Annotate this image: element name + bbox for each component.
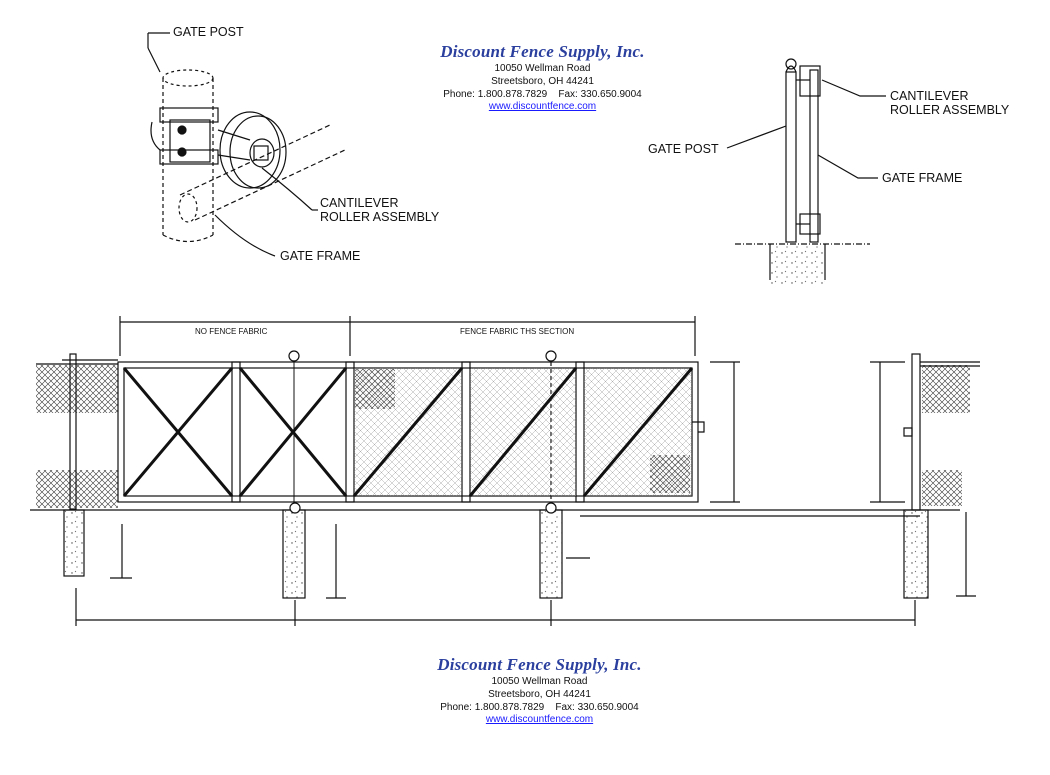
company-name-top: Discount Fence Supply, Inc. (440, 42, 645, 61)
roller-detail-perspective (147, 32, 346, 257)
fax-bottom: Fax: 330.650.9004 (555, 702, 639, 713)
contact-line-bottom: Phone: 1.800.878.7829 Fax: 330.650.9004 (397, 701, 682, 714)
address-line2-bottom: Streetsboro, OH 44241 (488, 689, 591, 700)
label-roller-right-2: ROLLER ASSEMBLY (890, 103, 1010, 117)
fax-top: Fax: 330.650.9004 (558, 89, 642, 100)
contact-line-top: Phone: 1.800.878.7829 Fax: 330.650.9004 (400, 88, 685, 101)
gate-elevation (30, 316, 980, 626)
label-roller-left-1: CANTILEVER (320, 196, 399, 210)
label-no-fence-fabric: NO FENCE FABRIC (195, 327, 268, 336)
website-link-top[interactable]: www.discountfence.com (488, 101, 597, 112)
label-gate-post-left: GATE POST (173, 25, 244, 39)
label-gate-frame-right: GATE FRAME (882, 171, 962, 185)
address-line1-top: 10050 Wellman Road (494, 63, 591, 74)
label-gate-frame-left: GATE FRAME (280, 249, 360, 263)
label-roller-left-2: ROLLER ASSEMBLY (320, 210, 440, 224)
roller-detail-side (726, 58, 886, 284)
label-gate-post-right: GATE POST (648, 142, 719, 156)
address-line1-bottom: 10050 Wellman Road (491, 676, 588, 687)
label-fence-fabric-section: FENCE FABRIC THS SECTION (460, 327, 574, 336)
company-header-top: Discount Fence Supply, Inc. 10050 Wellma… (400, 42, 685, 112)
label-roller-right-1: CANTILEVER (890, 89, 969, 103)
website-link-bottom[interactable]: www.discountfence.com (485, 714, 594, 725)
phone-bottom: Phone: 1.800.878.7829 (440, 702, 545, 713)
address-line2-top: Streetsboro, OH 44241 (491, 76, 594, 87)
phone-top: Phone: 1.800.878.7829 (443, 89, 548, 100)
company-header-bottom: Discount Fence Supply, Inc. 10050 Wellma… (397, 655, 682, 725)
company-name-bottom: Discount Fence Supply, Inc. (437, 655, 642, 674)
